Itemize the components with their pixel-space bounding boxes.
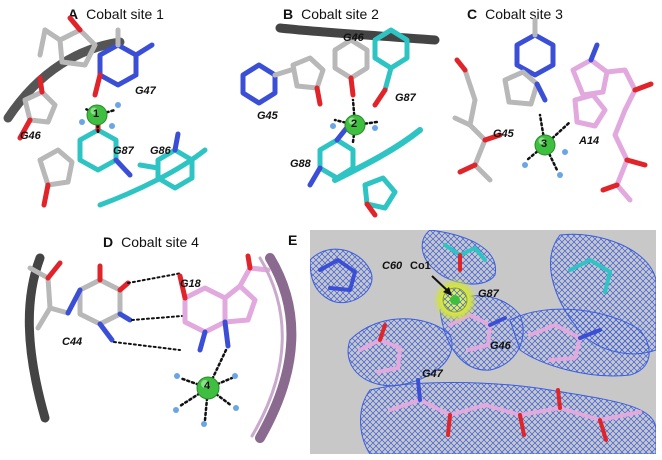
water-molecule xyxy=(109,123,115,129)
panel-b-title: Cobalt site 2 xyxy=(301,6,379,22)
residue-label: Co1 xyxy=(410,260,431,272)
residue-label: G87 xyxy=(395,92,416,104)
panel-d-header: D Cobalt site 4 xyxy=(103,234,199,250)
panel-e-letter: E xyxy=(288,232,298,248)
water-molecule xyxy=(562,149,568,155)
panel-c-letter: C xyxy=(467,6,478,22)
residue-label: C60 xyxy=(382,260,403,272)
ion-label: 2 xyxy=(351,118,358,130)
water-molecule xyxy=(233,405,239,411)
panel-a-header: A Cobalt site 1 xyxy=(68,6,164,22)
panel-b: B Cobalt site 2 2 G46 G87 G45 xyxy=(225,0,440,218)
panel-d-title: Cobalt site 4 xyxy=(121,234,199,250)
panel-a: A Cobalt site 1 xyxy=(0,0,215,215)
residue-label: G45 xyxy=(257,110,278,122)
ion-label: 1 xyxy=(93,108,100,120)
residue-label: G47 xyxy=(135,85,156,97)
density-mesh-svg xyxy=(310,230,656,454)
panel-d-letter: D xyxy=(103,234,114,250)
residue-label: G87 xyxy=(113,145,134,157)
residue-label: G18 xyxy=(180,278,201,290)
panel-d: D Cobalt site 4 xyxy=(0,228,300,458)
water-molecule xyxy=(173,407,179,413)
residue-label: G47 xyxy=(422,368,443,380)
residue-label: G46 xyxy=(343,32,364,44)
residue-label: G87 xyxy=(478,288,499,300)
water-molecule xyxy=(201,421,207,427)
panel-c-header: C Cobalt site 3 xyxy=(467,6,563,22)
water-molecule xyxy=(372,125,378,131)
water-molecule xyxy=(232,373,238,379)
panel-a-structure xyxy=(3,15,208,208)
residue-label: C44 xyxy=(62,336,83,348)
panel-c-title: Cobalt site 3 xyxy=(485,6,563,22)
panel-b-letter: B xyxy=(283,6,294,22)
water-molecule xyxy=(174,373,180,379)
panel-d-structure xyxy=(24,253,297,443)
water-molecule xyxy=(115,102,121,108)
panel-a-title: Cobalt site 1 xyxy=(86,6,164,22)
residue-label: A14 xyxy=(579,135,600,147)
panel-c: C Cobalt site 3 3 G45 A14 xyxy=(445,0,662,215)
ion-label: 4 xyxy=(204,380,211,392)
residue-label: G46 xyxy=(20,130,41,142)
residue-label: G46 xyxy=(490,340,511,352)
ion-label: 3 xyxy=(541,138,548,150)
water-molecule xyxy=(79,119,85,125)
electron-density-map: C60 Co1 G87 G46 G47 xyxy=(310,230,656,454)
water-molecule xyxy=(557,172,563,178)
residue-label: G45 xyxy=(493,128,514,140)
water-molecule xyxy=(330,123,336,129)
cobalt-ion xyxy=(450,295,460,305)
panel-e-header: E xyxy=(288,232,305,248)
panel-b-header: B Cobalt site 2 xyxy=(283,6,379,22)
water-molecule xyxy=(522,162,528,168)
panel-c-structure xyxy=(452,17,654,203)
residue-label: G86 xyxy=(150,145,171,157)
residue-label: G88 xyxy=(290,158,311,170)
panel-e: E xyxy=(288,228,662,460)
panel-b-structure xyxy=(240,23,440,218)
panel-a-letter: A xyxy=(68,6,79,22)
